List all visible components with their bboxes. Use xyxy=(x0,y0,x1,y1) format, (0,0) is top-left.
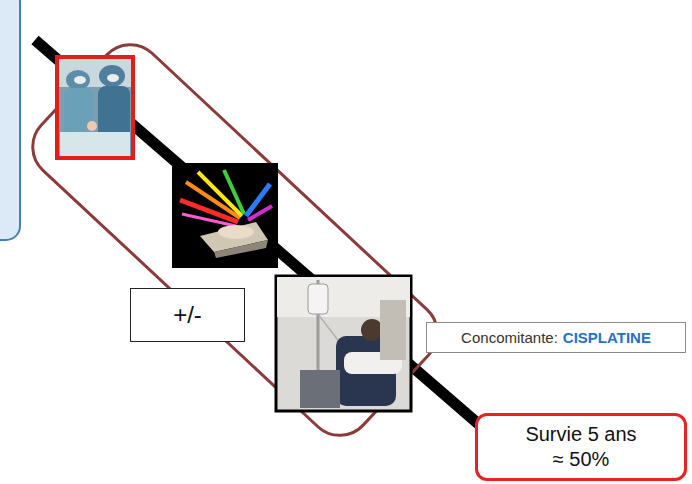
treatment-group-outline xyxy=(20,31,451,448)
timeline-arrow-shaft xyxy=(35,40,505,447)
option-box: +/- xyxy=(130,288,245,342)
drug-note-box: Concomitante: CISPLATINE xyxy=(426,322,686,353)
node-text: +/- xyxy=(173,301,202,329)
side-panel xyxy=(0,0,20,240)
radiotherapy-image xyxy=(172,163,278,268)
outcome-box: Survie 5 ans ≈ 50% xyxy=(475,413,687,481)
node-text: Concomitante: xyxy=(461,329,558,346)
node-text: Survie 5 ans ≈ 50% xyxy=(521,422,641,472)
surgery-photo xyxy=(57,57,133,158)
node-highlight: CISPLATINE xyxy=(563,329,651,346)
chemotherapy-photo xyxy=(276,276,411,411)
